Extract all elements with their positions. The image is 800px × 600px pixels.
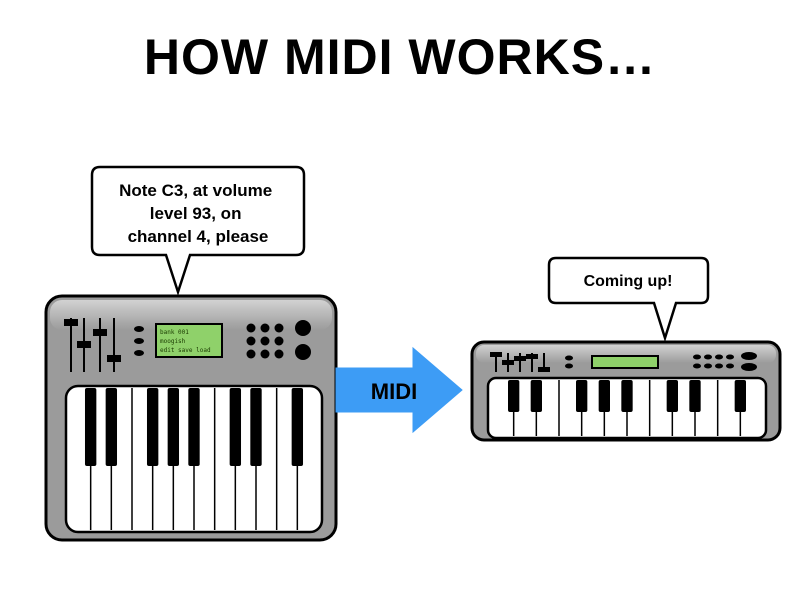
svg-text:Note C3, at volume level: Note C3, at volume level 93, on channel …	[119, 181, 277, 246]
svg-text:bank 001 moogish: bank 001 moogish edit save load	[160, 329, 211, 354]
black-key	[105, 388, 118, 466]
black-key	[146, 388, 159, 466]
black-key	[621, 380, 633, 412]
receiver-synth	[470, 340, 782, 442]
sender-synth: bank 001 moogish edit save load	[44, 294, 338, 542]
black-key	[734, 380, 746, 412]
small-buttons	[134, 326, 144, 356]
midi-arrow-label: MIDI	[371, 379, 417, 404]
black-key	[167, 388, 180, 466]
black-key	[530, 380, 542, 412]
midi-arrow: MIDI	[335, 346, 463, 434]
lcd-line: edit save load	[160, 347, 211, 354]
black-key	[666, 380, 678, 412]
knobs	[741, 352, 757, 371]
button-grid	[693, 354, 734, 369]
lcd-line: bank 001	[160, 329, 189, 336]
black-key	[291, 388, 304, 466]
sender-speech-line: Note C3, at volume	[119, 181, 272, 200]
lcd-screen: bank 001 moogish edit save load	[155, 323, 223, 358]
black-key	[250, 388, 262, 466]
lcd-line: moogish	[160, 338, 186, 345]
knobs	[295, 320, 311, 360]
sender-speech-line: level 93, on	[150, 204, 242, 223]
black-key	[598, 380, 610, 412]
black-key	[576, 380, 588, 412]
sender-speech-bubble: Note C3, at volume level 93, on channel …	[90, 165, 306, 297]
black-key	[229, 388, 242, 466]
button-grid	[246, 323, 284, 359]
receiver-keyboard	[486, 376, 768, 440]
sender-keyboard	[64, 384, 324, 534]
black-key	[508, 380, 520, 412]
black-key	[689, 380, 701, 412]
receiver-speech-text: Coming up!	[584, 273, 673, 290]
slider-group	[490, 352, 550, 372]
black-key	[188, 388, 200, 466]
lcd-screen	[591, 355, 659, 369]
page-title: HOW MIDI WORKS…	[143, 29, 657, 85]
receiver-speech-bubble: Coming up!	[547, 256, 710, 343]
sender-speech-line: channel 4, please	[128, 227, 269, 246]
slider-group	[64, 318, 121, 372]
black-key	[84, 388, 97, 466]
small-buttons	[565, 355, 573, 369]
